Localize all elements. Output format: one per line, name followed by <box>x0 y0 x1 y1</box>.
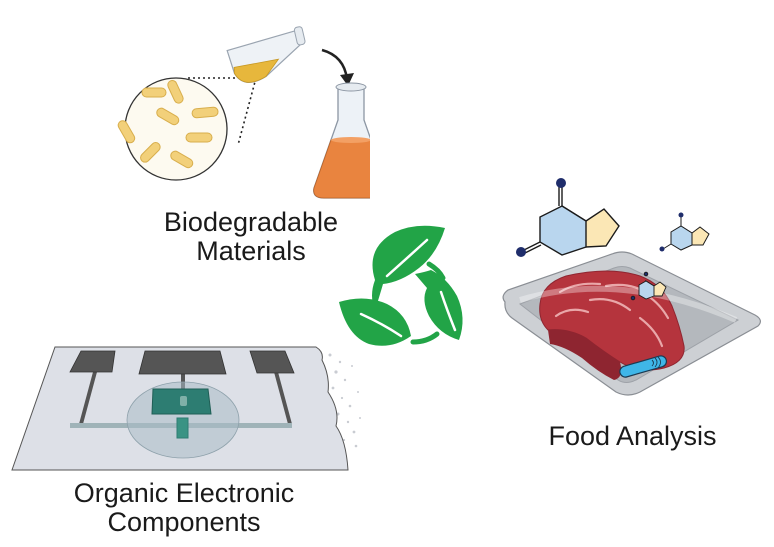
molecule-small-icon <box>659 212 710 252</box>
meat-tray-icon <box>502 251 761 396</box>
electronics-title-line1: Organic Electronic <box>73 478 295 508</box>
arrow-icon <box>321 48 354 86</box>
biodegradable-illustration <box>110 0 370 205</box>
molecule-icon <box>516 178 620 257</box>
electronics-illustration <box>0 340 370 475</box>
sensor-tag-icon <box>619 355 668 378</box>
biodegradable-title: Biodegradable Materials <box>148 207 354 267</box>
transistor-icon <box>126 381 240 459</box>
erlenmeyer-flask-icon <box>313 82 370 199</box>
bacteria-petri-dish-icon <box>117 77 228 181</box>
food-illustration <box>495 172 770 410</box>
dissolving-edge-icon <box>328 353 361 448</box>
food-analysis-title: Food Analysis <box>548 421 717 451</box>
biodegradable-title-line2: Materials <box>196 236 306 267</box>
pouring-flask-icon <box>226 26 306 83</box>
electrode-pad-icon <box>69 350 295 375</box>
electronics-title-line2: Components <box>107 507 261 538</box>
biodegradable-title-line1: Biodegradable <box>163 207 339 237</box>
electronics-title: Organic Electronic Components <box>48 478 320 538</box>
recycle-leaves-icon <box>335 218 470 353</box>
